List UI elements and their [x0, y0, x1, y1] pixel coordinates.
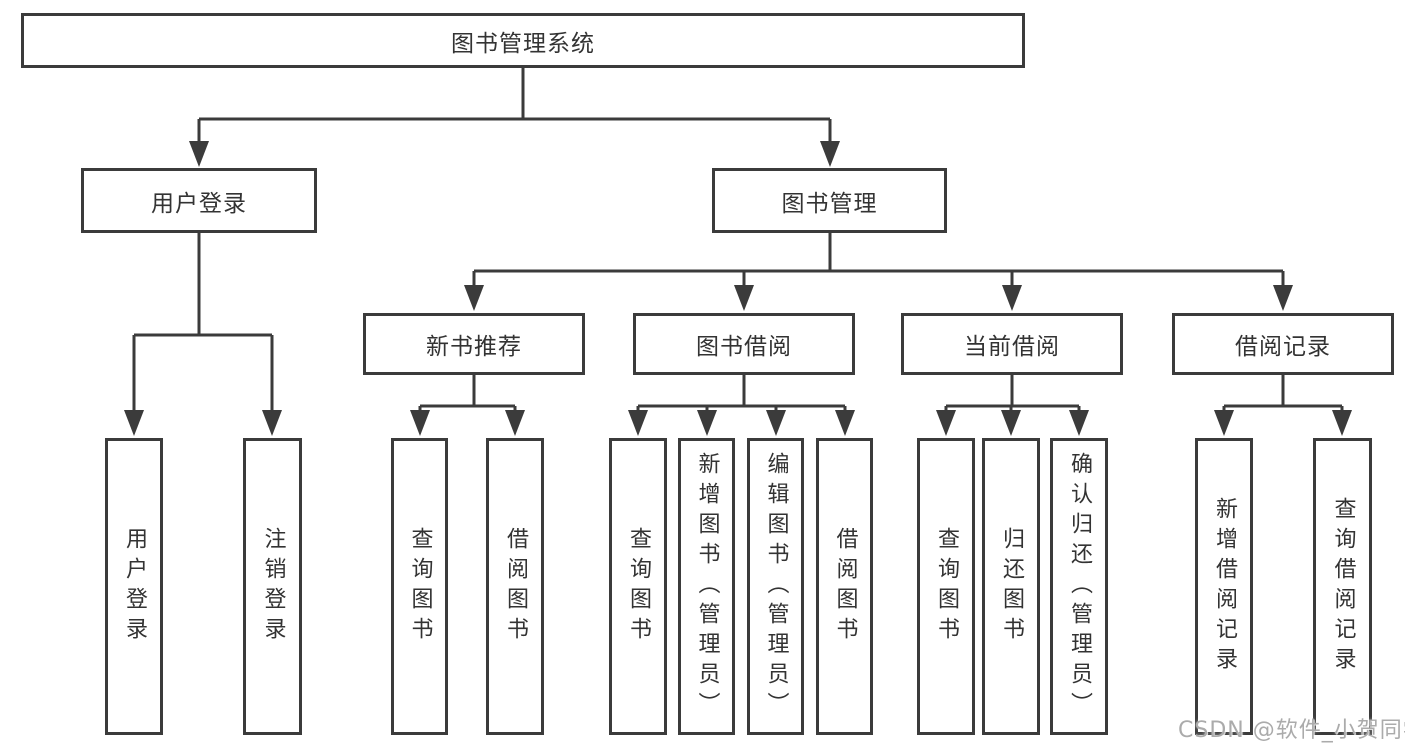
arrowhead [1069, 410, 1089, 436]
node-label: 查询借阅记录 [1330, 496, 1356, 677]
node-book-borrowing: 图书借阅 [633, 313, 855, 375]
node-label: 归还图书 [999, 526, 1024, 647]
arrowhead [262, 410, 282, 436]
node-leaf-borrow-books: 借阅图书 [816, 438, 873, 735]
arrowhead [734, 285, 754, 311]
node-label: 新增图书（管理员） [694, 451, 720, 722]
node-label: 用户登录 [151, 190, 247, 217]
arrowhead [936, 410, 956, 436]
connector-borrowing-records [1214, 375, 1352, 436]
node-label: 当前借阅 [964, 334, 1060, 360]
node-leaf-return-books: 归还图书 [982, 438, 1040, 735]
arrowhead [835, 410, 855, 436]
connector-new-book-recommend [410, 375, 525, 436]
arrowhead [1273, 285, 1293, 311]
arrowhead [124, 410, 144, 436]
arrowhead [1214, 410, 1234, 436]
node-label: 编辑图书（管理员） [763, 451, 789, 722]
node-label: 图书管理 [781, 190, 878, 217]
arrowhead [410, 410, 430, 436]
node-leaf-add-borrow-record: 新增借阅记录 [1195, 438, 1253, 735]
node-label: 借阅图书 [832, 526, 858, 647]
node-label: 用户登录 [122, 526, 147, 647]
node-label: 查询图书 [407, 526, 433, 647]
node-label: 新书推荐 [426, 334, 522, 360]
connector-current-borrowing [936, 375, 1089, 436]
arrowhead [189, 141, 209, 167]
node-leaf-user-login: 用户登录 [105, 438, 163, 735]
arrowhead [1332, 410, 1352, 436]
node-leaf-query-books-borrow: 查询图书 [609, 438, 667, 735]
node-leaf-borrow-books-recommend: 借阅图书 [486, 438, 544, 735]
node-root-system: 图书管理系统 [21, 13, 1025, 68]
arrowhead [697, 410, 717, 436]
arrowhead [505, 410, 525, 436]
node-label: 查询图书 [626, 526, 651, 647]
node-leaf-add-books-admin: 新增图书（管理员） [678, 438, 735, 735]
node-label: 图书借阅 [696, 334, 792, 360]
node-current-borrowing: 当前借阅 [901, 313, 1123, 375]
arrowhead [766, 410, 786, 436]
node-leaf-query-books-current: 查询图书 [917, 438, 975, 735]
arrowhead [464, 285, 484, 311]
connector-root [189, 68, 840, 167]
arrowhead [1001, 410, 1021, 436]
node-label: 新增借阅记录 [1212, 496, 1237, 677]
arrowhead [1002, 285, 1022, 311]
watermark-text: CSDN @软件_小贺同学 [1178, 718, 1405, 743]
node-leaf-logout: 注销登录 [243, 438, 302, 735]
node-label: 图书管理系统 [451, 30, 595, 57]
node-borrowing-records: 借阅记录 [1172, 313, 1394, 375]
node-label: 确认归还（管理员） [1067, 451, 1092, 722]
node-user-login: 用户登录 [81, 168, 317, 233]
node-book-management: 图书管理 [712, 168, 947, 233]
node-label: 借阅图书 [503, 526, 528, 647]
node-label: 借阅记录 [1235, 334, 1331, 360]
node-leaf-edit-books-admin: 编辑图书（管理员） [747, 438, 804, 735]
node-leaf-confirm-return-admin: 确认归还（管理员） [1050, 438, 1108, 735]
connector-book-borrowing [628, 375, 855, 436]
connector-user-login [124, 233, 282, 436]
arrowhead [628, 410, 648, 436]
arrowhead [820, 141, 840, 167]
node-label: 注销登录 [260, 526, 286, 647]
node-leaf-query-borrow-record: 查询借阅记录 [1313, 438, 1372, 735]
node-leaf-query-books-recommend: 查询图书 [391, 438, 448, 735]
node-new-book-recommend: 新书推荐 [363, 313, 585, 375]
node-label: 查询图书 [934, 526, 959, 647]
connector-book-management [464, 233, 1293, 311]
